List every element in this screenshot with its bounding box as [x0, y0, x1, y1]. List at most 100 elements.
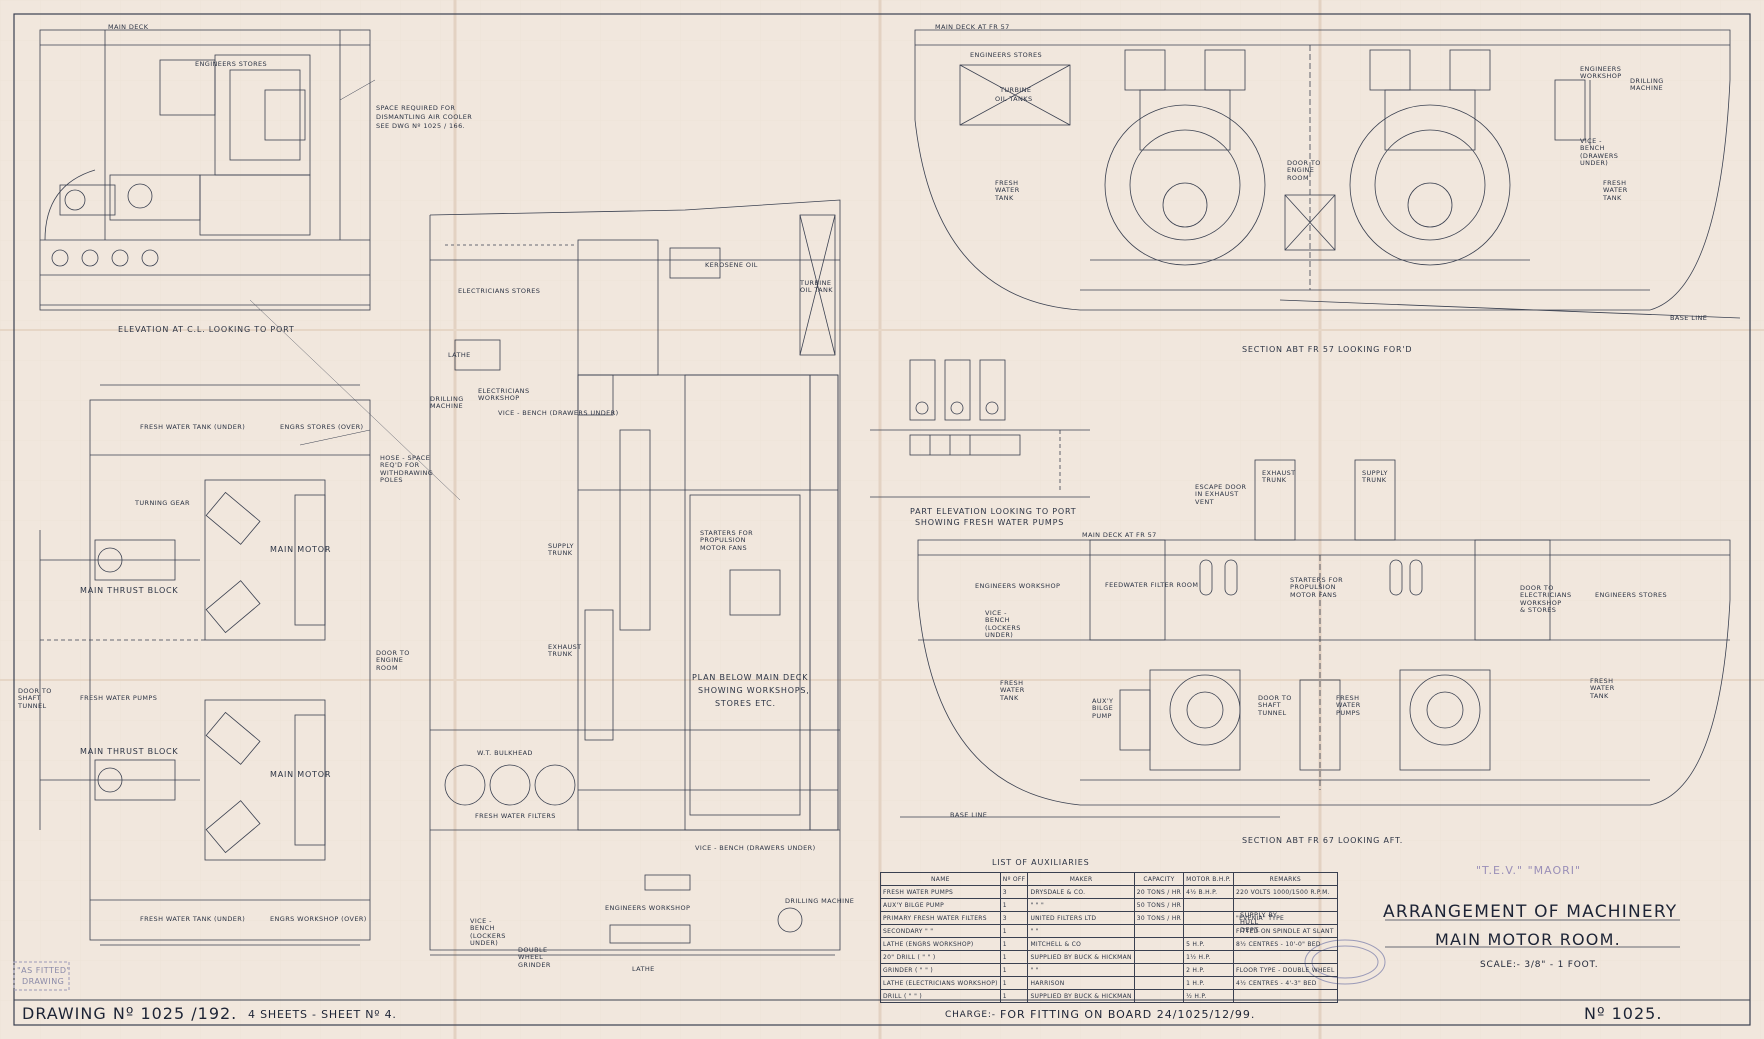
cell-no-off: 1 [999, 976, 1029, 990]
cell-name: GRINDER ( " " ) [880, 963, 1001, 977]
label-vice-bench-lockers-lower: VICE - BENCH (LOCKERS UNDER) [985, 609, 1021, 640]
cell-no-off: 1 [999, 898, 1029, 912]
plan-title-line1: PLAN BELOW MAIN DECK [692, 673, 809, 682]
cell-remarks: FLOOR TYPE - DOUBLE WHEEL [1233, 963, 1338, 977]
cell-capacity: 30 TONS / HR [1133, 911, 1185, 925]
cell-remarks: 4½ CENTRES - 4'-3" BED [1233, 976, 1338, 990]
cell-motor-bhp: 4½ B.H.P. [1183, 885, 1235, 899]
cell-maker: HARRISON [1027, 976, 1135, 990]
charge-label: CHARGE:- [945, 1010, 996, 1020]
elevation-title: ELEVATION AT C.L. LOOKING TO PORT [118, 325, 295, 334]
cell-maker: MITCHELL & CO [1027, 937, 1135, 951]
auxiliaries-title: LIST OF AUXILIARIES [992, 858, 1090, 867]
label-drilling-machine-plan: DRILLING MACHINE [785, 897, 855, 905]
label-fresh-water-pumps-section: FRESH WATER PUMPS [1336, 694, 1361, 717]
label-vice-bench-drawers-center: VICE - BENCH (DRAWERS UNDER) [498, 409, 619, 417]
cell-capacity [1133, 924, 1185, 938]
label-base-line-top: BASE LINE [1670, 314, 1708, 322]
cell-motor-bhp: 5 H.P. [1183, 937, 1235, 951]
header-remarks: REMARKS [1233, 872, 1338, 886]
label-vice-bench-lockers-plan: VICE - BENCH (LOCKERS UNDER) [470, 917, 506, 948]
label-exhaust-trunk-section: EXHAUST TRUNK [1262, 469, 1296, 485]
section-aft-title: SECTION ABT FR 67 LOOKING AFT. [1242, 836, 1404, 845]
cell-capacity [1133, 989, 1185, 1003]
cell-motor-bhp: 2 H.P. [1183, 963, 1235, 977]
cell-capacity: 50 TONS / HR [1133, 898, 1185, 912]
label-door-to-engine-room-plan: DOOR TO ENGINE ROOM [376, 649, 410, 672]
label-fresh-water-tank-under: FRESH WATER TANK (UNDER) [140, 423, 246, 431]
cell-motor-bhp: 1 H.P. [1183, 976, 1235, 990]
cell-capacity: 20 TONS / HR [1133, 885, 1185, 899]
label-base-line-lower: BASE LINE [950, 811, 988, 819]
label-fresh-water-filters: FRESH WATER FILTERS [475, 812, 556, 820]
part-elevation-title-1: PART ELEVATION LOOKING TO PORT [910, 507, 1077, 516]
cell-motor-bhp: ½ H.P. [1183, 989, 1235, 1003]
cell-no-off: 1 [999, 963, 1029, 977]
label-escape-door: ESCAPE DOOR IN EXHAUST VENT [1195, 483, 1247, 506]
drawing-title-line2: MAIN MOTOR ROOM. [1435, 930, 1621, 949]
charge-text: FOR FITTING ON BOARD 24/1025/12/99. [1000, 1008, 1256, 1021]
label-auxy-bilge-pump: AUX'Y BILGE PUMP [1092, 697, 1114, 720]
label-engineers-stores-section: ENGINEERS STORES [970, 51, 1043, 59]
label-space-required-2: DISMANTLING AIR COOLER [376, 113, 473, 121]
label-engrs-workshop-over: ENGRS WORKSHOP (OVER) [270, 915, 367, 923]
cell-remarks [1233, 950, 1338, 964]
cell-maker: " " [1027, 963, 1135, 977]
cell-capacity [1133, 950, 1185, 964]
cell-maker: DRYSDALE & CO. [1027, 885, 1135, 899]
cell-motor-bhp [1183, 898, 1235, 912]
label-engineers-workshop-plan: ENGINEERS WORKSHOP [605, 904, 691, 912]
cell-name: PRIMARY FRESH WATER FILTERS [880, 911, 1001, 925]
cell-no-off: 1 [999, 937, 1029, 951]
label-vice-bench-section: VICE - BENCH (DRAWERS UNDER) [1580, 137, 1619, 168]
label-wt-bulkhead: W.T. BULKHEAD [477, 749, 533, 757]
cell-capacity [1133, 976, 1185, 990]
cell-maker: SUPPLIED BY BUCK & HICKMAN [1027, 989, 1135, 1003]
header-name: NAME [880, 872, 1001, 886]
cell-no-off: 3 [999, 911, 1029, 925]
cell-maker: " " [1027, 924, 1135, 938]
header-capacity: CAPACITY [1133, 872, 1185, 886]
cell-capacity [1133, 937, 1185, 951]
label-door-to-engine-room: DOOR TO ENGINE ROOM [1287, 159, 1321, 182]
label-door-to-shaft-tunnel: DOOR TO SHAFT TUNNEL [18, 687, 52, 710]
label-turbine-oil-tanks-1: TURBINE [1000, 86, 1032, 94]
cell-capacity [1133, 963, 1185, 977]
header-maker: MAKER [1027, 872, 1135, 886]
label-electricians-workshop: ELECTRICIANS WORKSHOP [478, 387, 530, 403]
label-fresh-water-tank-lower-right: FRESH WATER TANK [1590, 677, 1615, 700]
label-drilling-machine-section: DRILLING MACHINE [1630, 77, 1664, 93]
label-electricians-stores: ELECTRICIANS STORES [458, 287, 541, 295]
plan-title-line3: STORES ETC. [715, 699, 776, 708]
auxiliaries-row: GRINDER ( " " )1" " 2 H.P.FLOOR TYPE - DO… [880, 963, 1338, 977]
label-supply-trunk-section: SUPPLY TRUNK [1362, 469, 1388, 485]
cell-no-off: 1 [999, 950, 1029, 964]
label-main-deck-fr57: MAIN DECK AT FR 57 [935, 23, 1010, 31]
label-main-thrust-block-2: MAIN THRUST BLOCK [80, 747, 179, 756]
as-fitted-stamp-line2: DRAWING [22, 977, 65, 986]
label-exhaust-trunk-plan: EXHAUST TRUNK [548, 643, 582, 659]
cell-maker: " " " [1027, 898, 1135, 912]
label-main-deck-fr57-lower: MAIN DECK AT FR 57 [1082, 531, 1157, 539]
label-engrs-stores-over: ENGRS STORES (OVER) [280, 423, 364, 431]
label-door-to-electricians: DOOR TO ELECTRICIANS WORKSHOP & STORES [1520, 584, 1572, 615]
label-engineers-stores-top-left: ENGINEERS STORES [195, 60, 268, 68]
cell-maker: SUPPLIED BY BUCK & HICKMAN [1027, 950, 1135, 964]
label-starters-propulsion-section: STARTERS FOR PROPULSION MOTOR FANS [1290, 576, 1344, 599]
label-supply-trunk-plan: SUPPLY TRUNK [548, 542, 574, 558]
cell-name: LATHE (ENGRS WORKSHOP) [880, 937, 1001, 951]
drawing-number: DRAWING Nº 1025 /192. [22, 1004, 238, 1023]
cell-remarks [1233, 989, 1338, 1003]
drawing-scale: SCALE:- 3/8" - 1 FOOT. [1480, 960, 1599, 970]
label-drilling-machine-center: DRILLING MACHINE [430, 395, 464, 411]
label-kerosene-oil: KEROSENE OIL [705, 261, 758, 269]
cell-name: SECONDARY " " [880, 924, 1001, 938]
label-feedwater-filter-room: FEEDWATER FILTER ROOM [1105, 581, 1199, 589]
